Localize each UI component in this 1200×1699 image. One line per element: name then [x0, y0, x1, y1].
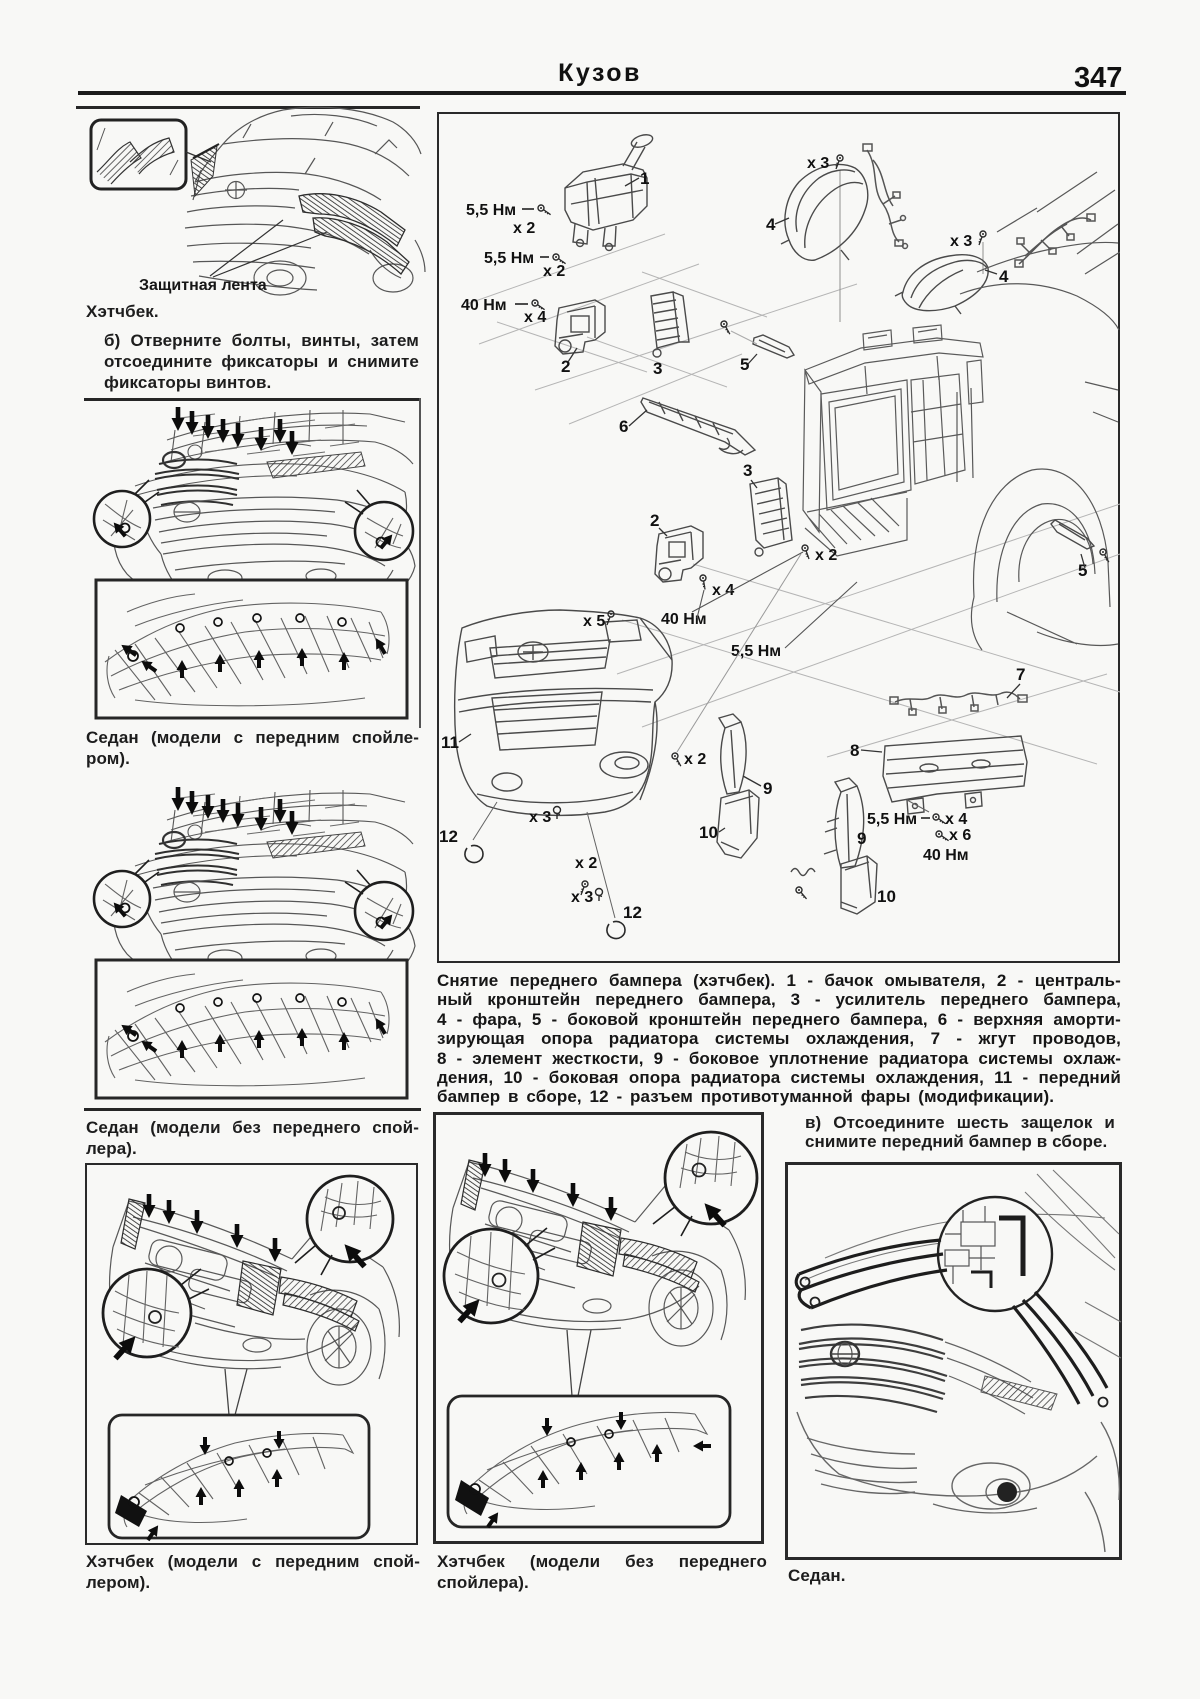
- svg-text:x 3: x 3: [807, 155, 829, 172]
- svg-text:9: 9: [763, 779, 772, 798]
- svg-text:1: 1: [640, 169, 649, 188]
- svg-text:4: 4: [766, 215, 776, 234]
- svg-text:11: 11: [441, 733, 459, 752]
- svg-text:x 2: x 2: [513, 220, 535, 237]
- svg-text:x 3: x 3: [571, 889, 593, 906]
- svg-text:40 Нм: 40 Нм: [461, 297, 507, 314]
- svg-text:5,5 Нм: 5,5 Нм: [466, 202, 516, 219]
- svg-text:40 Нм: 40 Нм: [923, 847, 969, 864]
- svg-text:x 2: x 2: [815, 547, 837, 564]
- svg-text:Защитная лента: Защитная лента: [139, 277, 267, 294]
- svg-text:10: 10: [877, 887, 896, 906]
- svg-text:40 Нм: 40 Нм: [661, 611, 707, 628]
- svg-text:x 6: x 6: [949, 827, 971, 844]
- svg-text:8: 8: [850, 741, 859, 760]
- svg-text:2: 2: [561, 357, 570, 376]
- svg-text:5: 5: [1078, 561, 1087, 580]
- svg-text:10: 10: [699, 823, 718, 842]
- svg-text:5,5 Нм: 5,5 Нм: [867, 811, 917, 828]
- svg-text:12: 12: [623, 903, 642, 922]
- svg-text:5: 5: [740, 355, 749, 374]
- svg-text:x 5: x 5: [583, 613, 605, 630]
- svg-text:x 3: x 3: [529, 809, 551, 826]
- svg-text:x 3: x 3: [950, 233, 972, 250]
- svg-text:5,5 Нм: 5,5 Нм: [731, 643, 781, 660]
- svg-text:9: 9: [857, 829, 866, 848]
- svg-text:3: 3: [743, 461, 752, 480]
- svg-text:7: 7: [1016, 665, 1025, 684]
- svg-text:x 2: x 2: [543, 263, 565, 280]
- svg-text:12: 12: [439, 827, 458, 846]
- svg-text:6: 6: [619, 417, 628, 436]
- svg-text:2: 2: [650, 511, 659, 530]
- svg-text:x 4: x 4: [712, 582, 734, 599]
- svg-text:5,5 Нм: 5,5 Нм: [484, 250, 534, 267]
- svg-text:4: 4: [999, 267, 1009, 286]
- svg-text:x 4: x 4: [524, 309, 546, 326]
- svg-text:x 2: x 2: [575, 855, 597, 872]
- svg-text:x 2: x 2: [684, 751, 706, 768]
- svg-text:x 4: x 4: [945, 811, 967, 828]
- svg-text:3: 3: [653, 359, 662, 378]
